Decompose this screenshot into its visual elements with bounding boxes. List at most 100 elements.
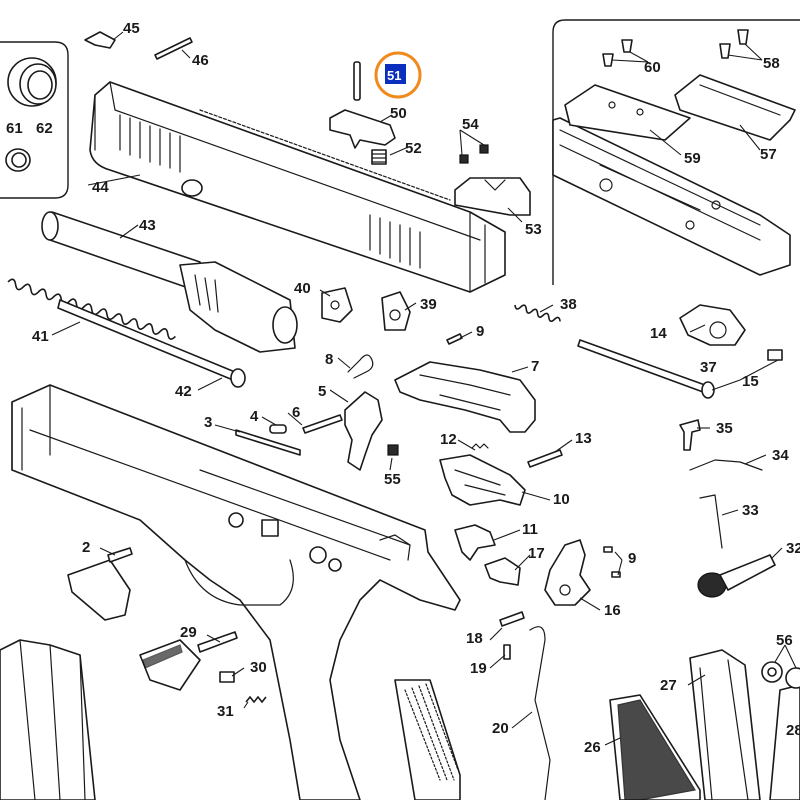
callout-52: 52 xyxy=(405,140,422,157)
part-31-spring[interactable] xyxy=(245,695,267,704)
callout-labels: 45 46 61 62 44 43 41 42 40 39 38 9 8 7 5… xyxy=(6,20,800,756)
part-26-grip[interactable] xyxy=(609,694,701,800)
part-51-pin[interactable] xyxy=(353,61,361,101)
part-20-mainspring[interactable] xyxy=(529,626,551,800)
part-14-firing-pin-block[interactable] xyxy=(679,304,746,346)
part-6-pin[interactable] xyxy=(302,414,343,434)
callout-41: 41 xyxy=(32,328,49,345)
part-17-lever[interactable] xyxy=(484,557,521,586)
part-28-grip[interactable] xyxy=(769,684,800,800)
callout-37: 37 xyxy=(700,359,717,376)
callout-8: 8 xyxy=(325,351,333,368)
part-1-frame[interactable] xyxy=(11,384,461,800)
callout-30: 30 xyxy=(250,659,267,676)
part-56-washers[interactable] xyxy=(761,661,800,689)
part-57-rail-plate[interactable] xyxy=(674,74,796,141)
part-11-lever[interactable] xyxy=(454,524,496,561)
part-18-pin[interactable] xyxy=(499,611,525,627)
part-9a-pin[interactable] xyxy=(446,333,463,345)
highlight-marker-51: 51 xyxy=(374,51,422,99)
callout-5: 5 xyxy=(318,383,326,400)
highlight-label-51: 51 xyxy=(387,68,401,83)
part-3-rod[interactable] xyxy=(235,429,301,456)
callout-39: 39 xyxy=(420,296,437,313)
leader-lines xyxy=(51,31,797,746)
magazine-left xyxy=(0,639,96,800)
callout-44: 44 xyxy=(92,179,109,196)
part-2-mag-catch[interactable] xyxy=(67,547,133,621)
part-32-slide-release[interactable] xyxy=(697,554,776,598)
part-50-extractor[interactable] xyxy=(329,109,396,149)
part-5-trigger[interactable] xyxy=(344,391,383,471)
part-55-screw[interactable] xyxy=(387,444,399,456)
callout-12: 12 xyxy=(440,431,457,448)
part-12-spring[interactable] xyxy=(471,443,489,449)
callout-45: 45 xyxy=(123,20,140,37)
part-29-safety[interactable] xyxy=(139,631,238,691)
part-34-wire-spring[interactable] xyxy=(689,459,763,471)
callout-32: 32 xyxy=(786,540,800,557)
part-16-hammer[interactable] xyxy=(544,539,591,606)
part-61-barrel-bushing[interactable] xyxy=(7,57,57,107)
callout-28: 28 xyxy=(786,722,800,739)
part-9b-pins[interactable] xyxy=(603,546,621,578)
callout-16: 16 xyxy=(604,602,621,619)
part-19-pin[interactable] xyxy=(503,644,511,660)
callout-9a: 9 xyxy=(476,323,484,340)
part-45-rear-sight[interactable] xyxy=(84,31,116,49)
part-30-detent[interactable] xyxy=(219,671,235,683)
part-13-pin[interactable] xyxy=(527,449,563,468)
part-4-pin[interactable] xyxy=(269,424,287,434)
inset-panel-61-62 xyxy=(0,41,69,199)
callout-11: 11 xyxy=(522,521,538,538)
part-33-hex-key[interactable] xyxy=(699,494,723,549)
part-42-guide-rod[interactable] xyxy=(57,299,246,388)
callout-43: 43 xyxy=(139,217,156,234)
callout-19: 19 xyxy=(470,660,487,677)
part-53-front-sight[interactable] xyxy=(454,177,531,216)
callout-27: 27 xyxy=(660,677,677,694)
callout-35: 35 xyxy=(716,420,733,437)
part-62-ring[interactable] xyxy=(5,148,31,172)
part-44-slide[interactable] xyxy=(89,81,506,293)
part-10-housing[interactable] xyxy=(439,454,526,506)
callout-15: 15 xyxy=(742,373,759,390)
part-15-plate[interactable] xyxy=(767,349,783,361)
part-8-spring[interactable] xyxy=(347,354,374,379)
callout-33: 33 xyxy=(742,502,759,519)
part-35-screw[interactable] xyxy=(679,419,701,451)
part-7-trigger-bar[interactable] xyxy=(394,361,536,433)
callout-40: 40 xyxy=(294,280,311,297)
callout-54: 54 xyxy=(462,116,479,133)
callout-53: 53 xyxy=(525,221,542,238)
callout-17: 17 xyxy=(528,545,545,562)
callout-20: 20 xyxy=(492,720,509,737)
callout-6: 6 xyxy=(292,404,300,421)
inset-panel-optics xyxy=(552,19,800,285)
callout-57: 57 xyxy=(760,146,777,163)
callout-10: 10 xyxy=(553,491,570,508)
callout-7: 7 xyxy=(531,358,539,375)
part-59-optic-plate[interactable] xyxy=(564,84,691,141)
part-58-screws[interactable] xyxy=(719,29,749,59)
part-41-recoil-spring[interactable] xyxy=(7,278,177,340)
part-38-spring[interactable] xyxy=(514,302,561,324)
part-52-spring[interactable] xyxy=(371,149,387,165)
part-27-magazine[interactable] xyxy=(689,649,761,800)
callout-62: 62 xyxy=(36,120,53,137)
part-60-screws[interactable] xyxy=(602,39,633,67)
part-37-firing-pin[interactable] xyxy=(577,339,715,399)
part-39-block[interactable] xyxy=(381,291,411,331)
callout-60: 60 xyxy=(644,59,661,76)
callout-56: 56 xyxy=(776,632,793,649)
callout-46: 46 xyxy=(192,52,209,69)
callout-14: 14 xyxy=(650,325,667,342)
part-43-barrel[interactable] xyxy=(41,211,298,353)
callout-9b: 9 xyxy=(628,550,636,567)
part-40-block[interactable] xyxy=(321,287,353,323)
part-46-pin[interactable] xyxy=(154,37,193,60)
callout-29: 29 xyxy=(180,624,197,641)
callout-55: 55 xyxy=(384,471,401,488)
part-54-screws[interactable] xyxy=(459,144,489,164)
